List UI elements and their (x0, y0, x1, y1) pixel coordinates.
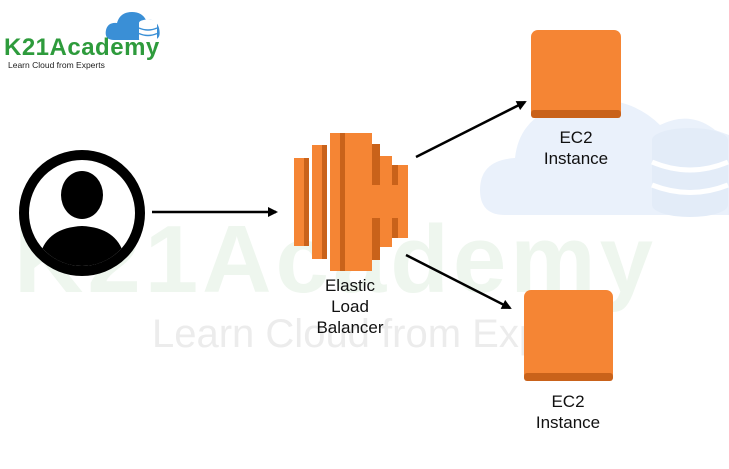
elb-label-line2: Load (331, 297, 369, 316)
watermark-database-icon (651, 128, 729, 217)
elb-label-line3: Balancer (316, 318, 384, 337)
ec2-top-label-line2: Instance (543, 149, 609, 168)
user-icon (19, 150, 145, 276)
elb-label-line1: Elastic (324, 276, 376, 295)
k21academy-logo: K21Academy Learn Cloud from Experts (4, 10, 164, 70)
ec2-instance-icon-bottom (524, 290, 613, 381)
logo-tagline: Learn Cloud from Experts (8, 60, 105, 70)
ec2-bottom-label: EC2 Instance (518, 391, 618, 433)
arrow-elb-to-ec2-top (415, 100, 527, 159)
ec2-top-label-line1: EC2 (559, 128, 593, 147)
logo-cloud-icon (105, 12, 160, 43)
logo-database-icon (138, 19, 158, 43)
elastic-load-balancer-icon (294, 133, 408, 271)
elb-label: Elastic Load Balancer (300, 275, 400, 338)
ec2-bottom-label-line2: Instance (535, 413, 601, 432)
ec2-bottom-label-line1: EC2 (551, 392, 585, 411)
arrow-elb-to-ec2-bottom (405, 253, 512, 310)
ec2-instance-icon-top (531, 30, 621, 118)
logo-brand: K21Academy (4, 34, 160, 61)
ec2-top-label: EC2 Instance (526, 127, 626, 169)
